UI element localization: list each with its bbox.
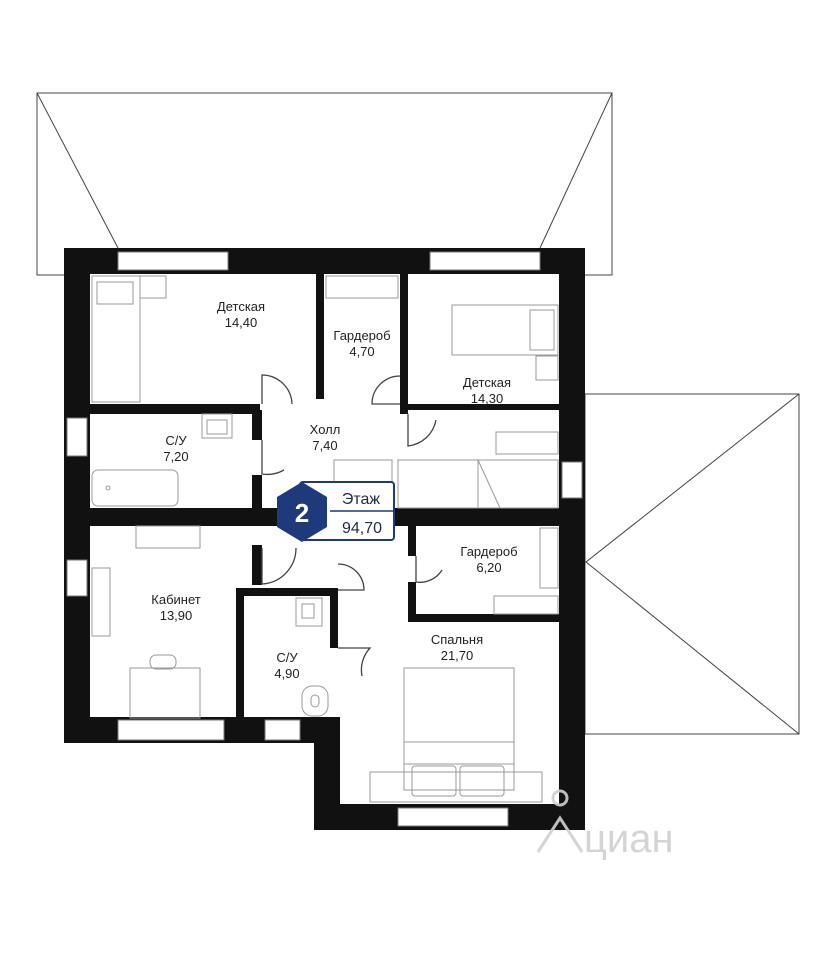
room-name-wardrobe-1: Гардероб bbox=[333, 328, 390, 343]
room-area-bathroom-2: 4,90 bbox=[274, 666, 299, 681]
floor-label: Этаж bbox=[342, 491, 381, 508]
room-name-children-1: Детская bbox=[217, 299, 265, 314]
watermark: циан bbox=[536, 789, 674, 861]
floor-badge: 2 Этаж 94,70 bbox=[277, 481, 395, 542]
windows bbox=[66, 251, 583, 827]
roof-left bbox=[36, 92, 613, 276]
floor-number-hexagon bbox=[277, 482, 327, 542]
room-area-bathroom-1: 7,20 bbox=[163, 449, 188, 464]
room-labels: Детская 14,40 Гардероб 4,70 Детская 14,3… bbox=[151, 299, 517, 681]
room-area-office: 13,90 bbox=[160, 608, 193, 623]
floor-area: 94,70 bbox=[342, 520, 382, 537]
room-name-bathroom-1: С/У bbox=[165, 433, 187, 448]
room-area-hall: 7,40 bbox=[312, 438, 337, 453]
room-name-office: Кабинет bbox=[151, 592, 200, 607]
room-name-children-2: Детская bbox=[463, 375, 511, 390]
watermark-logo-icon bbox=[536, 789, 584, 853]
watermark-text: циан bbox=[584, 817, 674, 861]
roof-right bbox=[584, 393, 800, 735]
room-name-bathroom-2: С/У bbox=[276, 650, 298, 665]
furniture bbox=[91, 275, 559, 803]
room-name-hall: Холл bbox=[310, 422, 341, 437]
room-name-wardrobe-2: Гардероб bbox=[460, 544, 517, 559]
room-area-children-2: 14,30 bbox=[471, 391, 504, 406]
room-area-bedroom: 21,70 bbox=[441, 648, 474, 663]
room-area-wardrobe-2: 6,20 bbox=[476, 560, 501, 575]
room-area-wardrobe-1: 4,70 bbox=[349, 344, 374, 359]
room-area-children-1: 14,40 bbox=[225, 315, 258, 330]
floor-number: 2 bbox=[295, 498, 309, 528]
doors bbox=[261, 374, 443, 677]
room-name-bedroom: Спальня bbox=[431, 632, 483, 647]
